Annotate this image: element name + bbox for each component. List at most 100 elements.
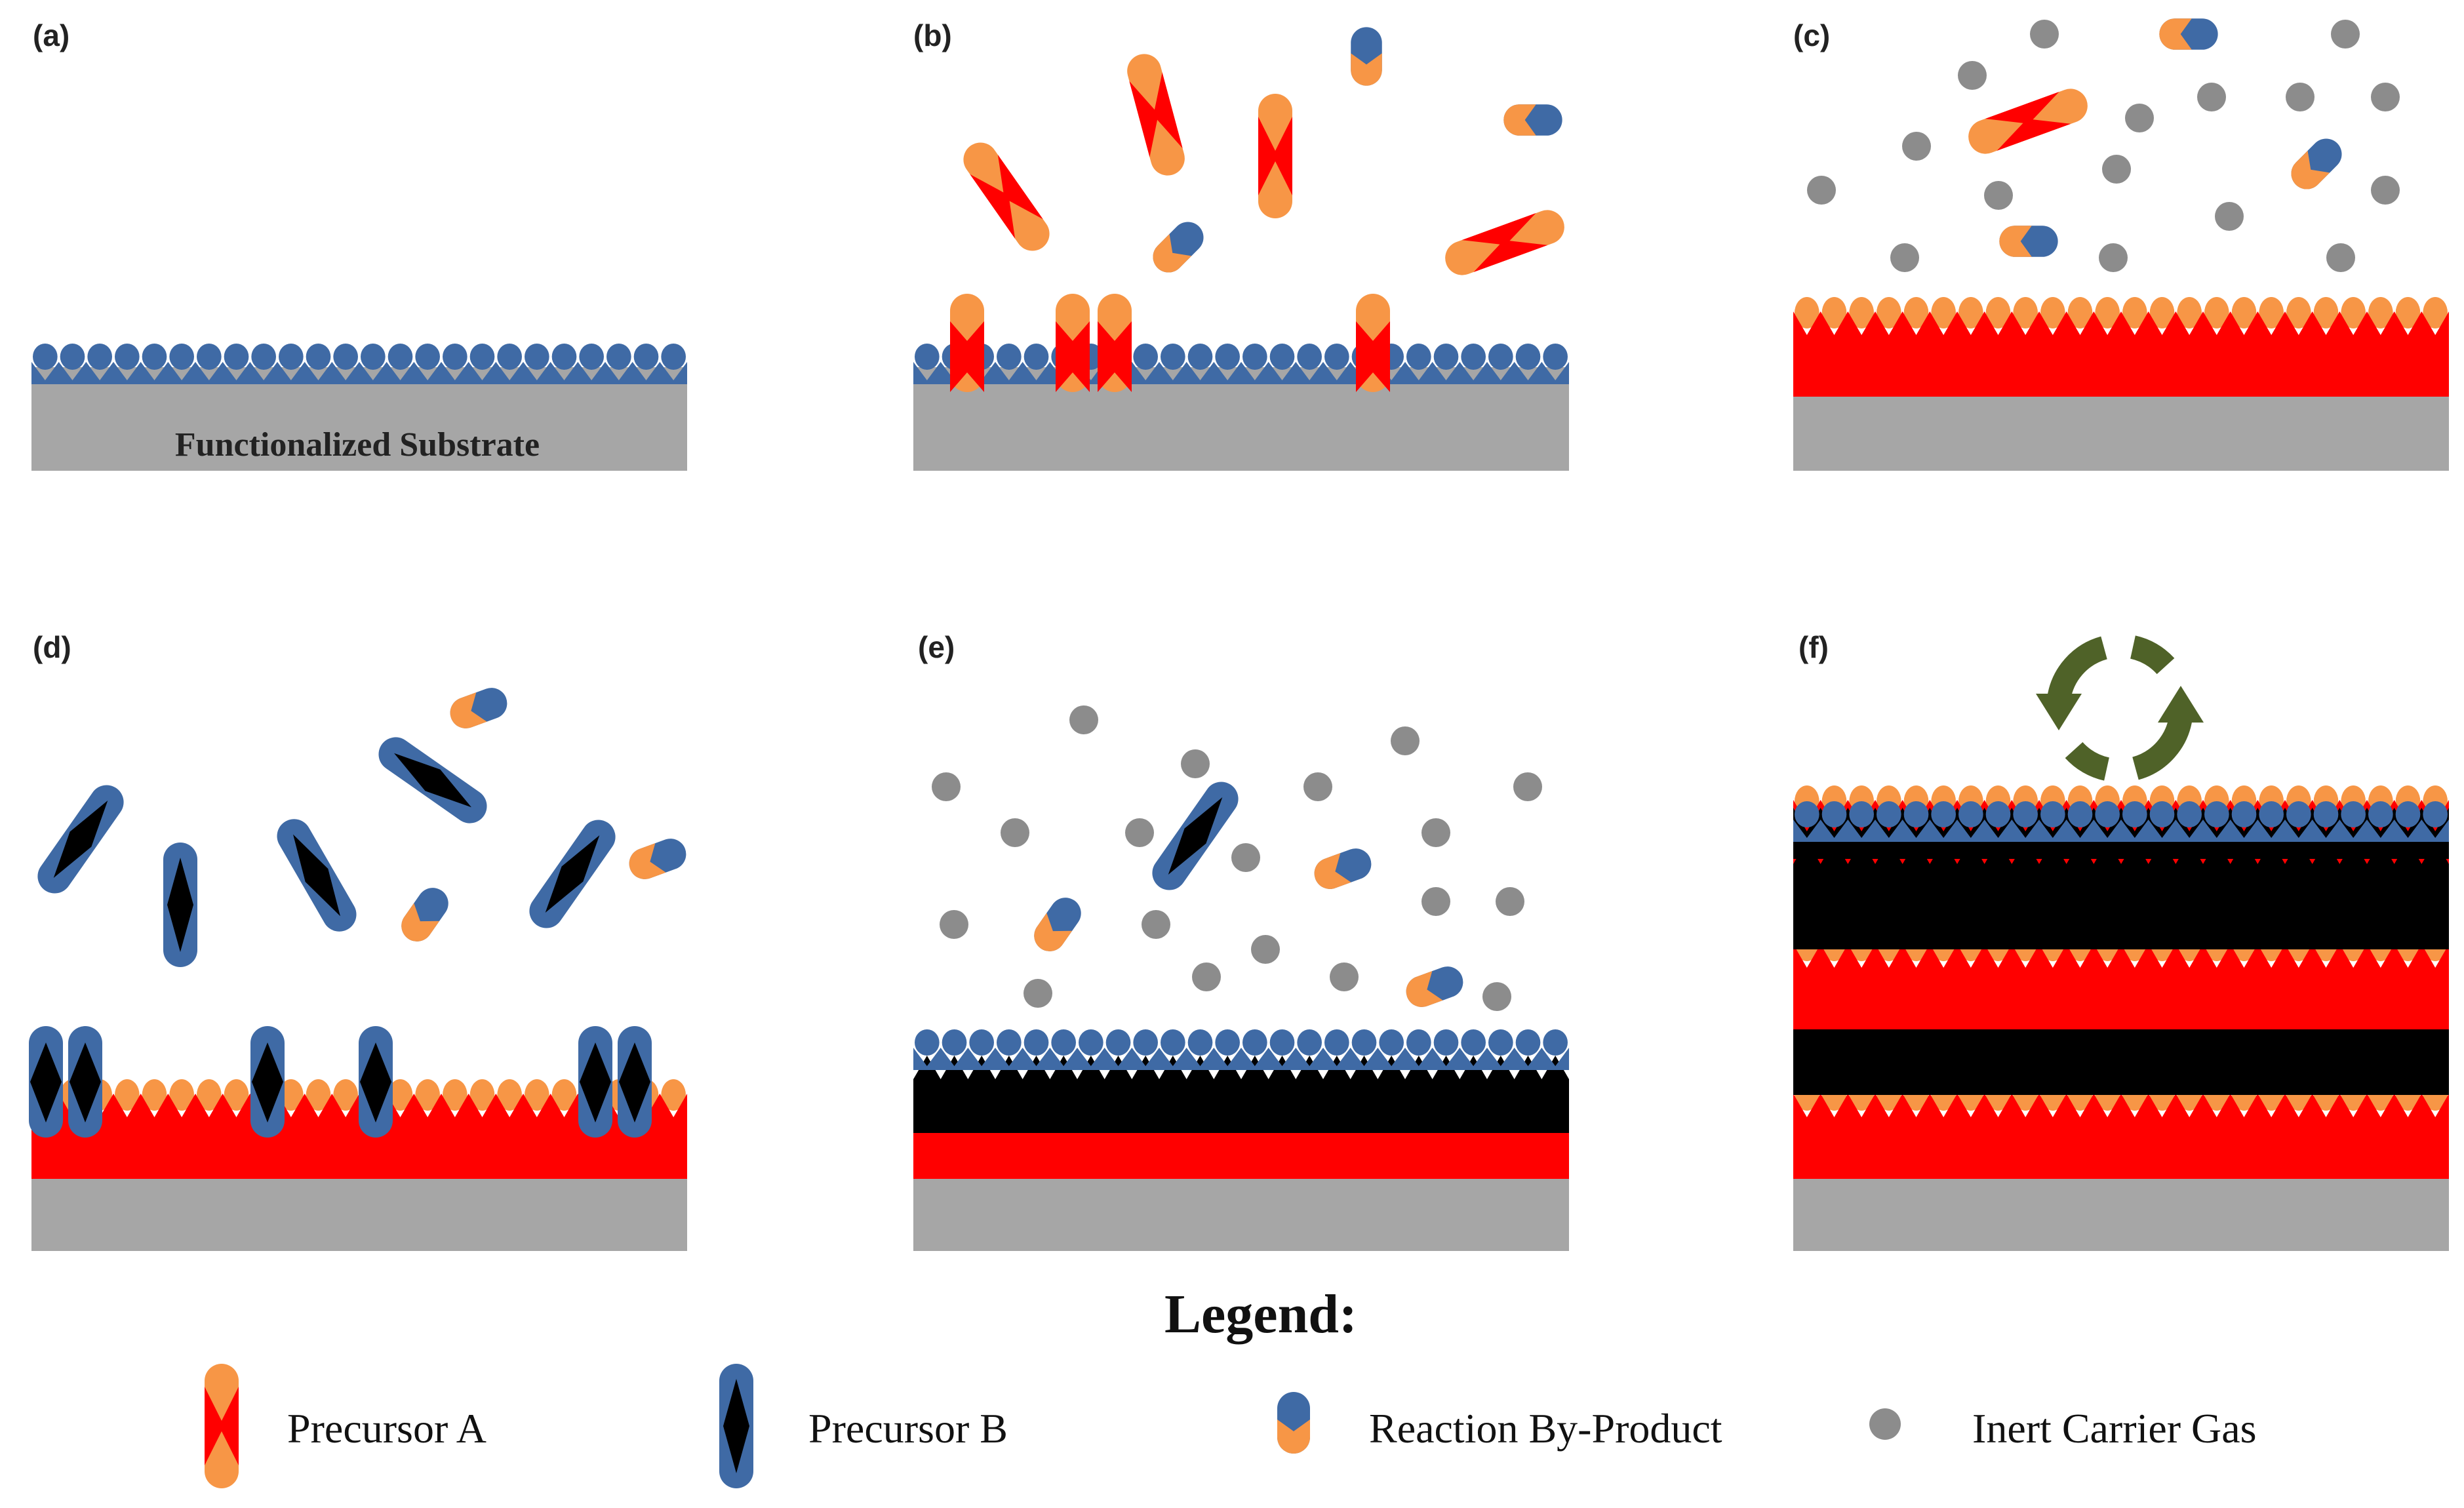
inert-gas-molecule (2030, 20, 2059, 49)
precursor-a-cap (443, 1079, 467, 1111)
legend-label-precursor-a: Precursor A (287, 1405, 487, 1452)
surface-group (1985, 801, 2011, 827)
inert-gas-molecule (2215, 202, 2244, 231)
surface-group (361, 344, 386, 370)
panel-c (1793, 18, 2449, 471)
panel-b (913, 27, 1570, 471)
inert-gas-molecule (1251, 935, 1280, 964)
precursor-b-layer (1793, 841, 2449, 898)
precursor-a-cap (1958, 297, 1983, 328)
byproduct-molecule (445, 683, 512, 733)
substrate-label: Functionalized Substrate (175, 426, 540, 464)
precursor-a-cap (2149, 297, 2175, 328)
precursor-b-molecule (270, 812, 363, 938)
substrate (31, 367, 687, 471)
precursor-a-cap (415, 1079, 440, 1111)
surface-group (469, 344, 495, 370)
precursor-a-molecule (1963, 84, 2093, 159)
surface-group (1379, 1029, 1404, 1056)
surface-group (60, 344, 85, 370)
adsorbed-precursor-a-body (1098, 321, 1132, 392)
surface-group (2286, 801, 2311, 827)
precursor-a-cap (1985, 297, 2011, 328)
byproduct-molecule (1309, 844, 1376, 894)
surface-group (1488, 1029, 1513, 1056)
surface-group (661, 344, 686, 370)
inert-gas-molecule (2371, 176, 2400, 205)
byproduct-icon (1277, 1392, 1310, 1454)
precursor-a-cap (2013, 297, 2038, 328)
precursor-a-cap (2423, 297, 2448, 328)
inert-gas-molecule (1421, 818, 1450, 847)
adsorbed-precursor-b-body (360, 1042, 391, 1122)
surface-group (1133, 344, 1158, 370)
inert-gas-molecule (1513, 772, 1542, 801)
surface-group (1849, 801, 1874, 827)
inert-gas-molecule (1890, 243, 1919, 272)
inert-gas-molecule (1001, 818, 1029, 847)
precursor-b-layer (1793, 859, 2449, 949)
surface-group (525, 344, 549, 370)
precursor-a-cap (661, 1079, 686, 1111)
legend-label-byproduct: Reaction By-Product (1369, 1405, 1722, 1452)
precursor-a-cap (2067, 297, 2093, 328)
inert-gas-molecule (2331, 20, 2360, 49)
precursor-a-cap (142, 1079, 167, 1111)
precursor-a-cap (2368, 297, 2393, 328)
precursor-a-layer (31, 1094, 687, 1179)
surface-group (1543, 344, 1568, 370)
inert-gas-molecule (1482, 982, 1511, 1011)
precursor-b-icon (719, 1364, 753, 1488)
adsorbed-precursor-a-body (1056, 321, 1090, 392)
precursor-a-molecule (1440, 205, 1570, 280)
surface-group (2067, 801, 2093, 827)
surface-group (387, 344, 413, 370)
precursor-b-molecule (1145, 775, 1245, 897)
surface-group (1215, 344, 1240, 370)
inert-gas-molecule (1421, 887, 1450, 916)
surface-group (1023, 344, 1049, 370)
surface-group (1079, 1029, 1103, 1056)
surface-group (1161, 344, 1185, 370)
surface-group (942, 1029, 967, 1056)
inert-gas-molecule (1807, 176, 1836, 205)
precursor-a-molecule (1258, 94, 1292, 218)
surface-group (1461, 344, 1486, 370)
panel-f (1793, 785, 2449, 1251)
precursor-a-molecule (957, 136, 1056, 258)
panel-label-b: (b) (913, 18, 952, 52)
surface-group (1515, 344, 1541, 370)
surface-group (915, 344, 940, 370)
surface-band (913, 1048, 1569, 1070)
surface-group (497, 344, 522, 370)
inert-gas-molecule (1181, 749, 1210, 778)
surface-group (443, 344, 467, 370)
precursor-a-layer (1793, 1094, 2449, 1179)
adsorbed-precursor-b-body (252, 1042, 283, 1122)
precursor-b-layer (1793, 1004, 2449, 1095)
surface-group (87, 344, 112, 370)
precursor-a-cap (115, 1079, 140, 1111)
byproduct-molecule (1401, 962, 1468, 1012)
surface-group (2368, 801, 2393, 827)
panel-a (31, 344, 687, 471)
byproduct-molecule (1503, 104, 1562, 136)
panel-label-a: (a) (33, 18, 70, 52)
inert-gas-molecule (1496, 887, 1524, 916)
precursor-a-cap (197, 1079, 222, 1111)
inert-gas-molecule (940, 910, 968, 939)
surface-group (1269, 1029, 1295, 1056)
precursor-a-layer (1793, 944, 2449, 1029)
inert-gas-molecule (1391, 726, 1420, 755)
precursor-a-cap (2040, 297, 2065, 328)
precursor-a-cap (2231, 297, 2257, 328)
surface-group (1105, 1029, 1131, 1056)
inert-gas-icon (1869, 1408, 1901, 1440)
surface-group (1958, 801, 1983, 827)
surface-group (1433, 344, 1459, 370)
inert-gas-molecule (1142, 910, 1170, 939)
precursor-a-cap (1821, 297, 1847, 328)
surface-group (915, 1029, 940, 1056)
surface-group (2231, 801, 2257, 827)
precursor-a-cap (169, 1079, 194, 1111)
